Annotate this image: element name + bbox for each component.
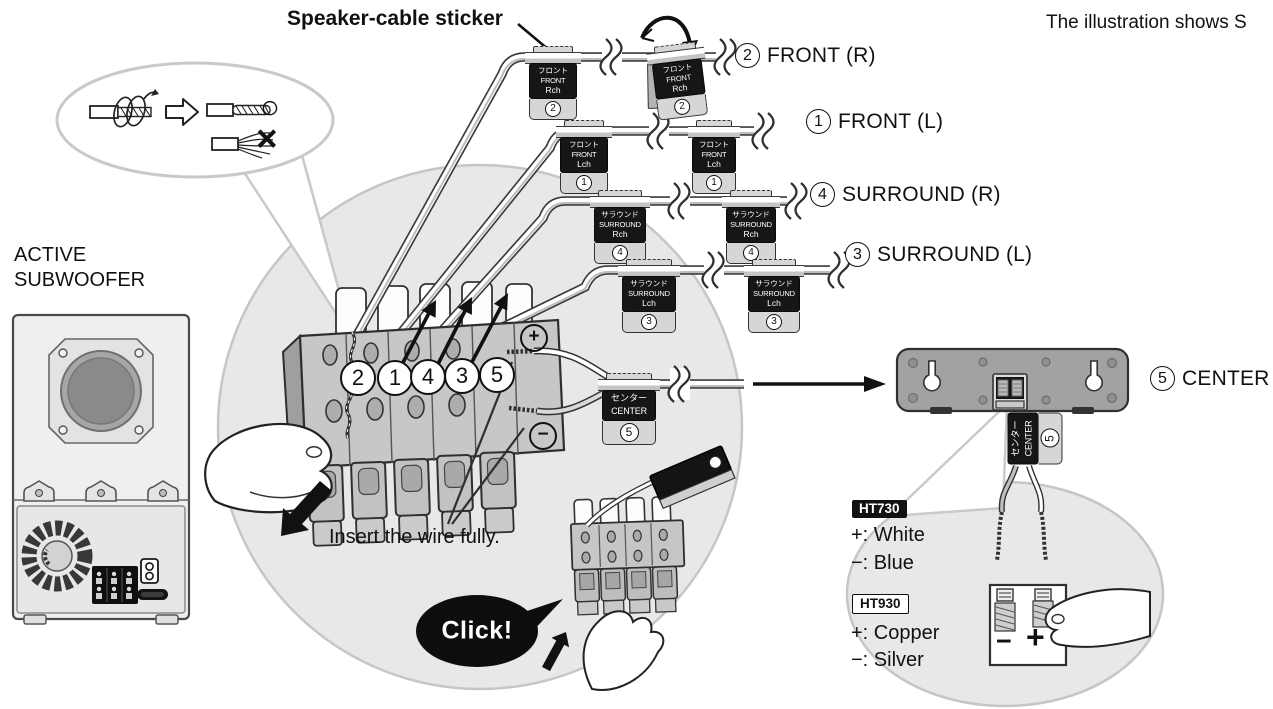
callout-tail bbox=[888, 402, 1009, 518]
subwoofer-label-line2: SUBWOOFER bbox=[14, 269, 146, 291]
keyhole-mount bbox=[923, 360, 941, 392]
subwoofer-label-line1: ACTIVE bbox=[14, 244, 87, 266]
wrong-mark-icon: × bbox=[256, 118, 278, 159]
pressing-finger-illustration bbox=[1044, 588, 1151, 648]
speaker-terminal-closeup bbox=[988, 583, 1151, 667]
sticker-number: 2 bbox=[673, 97, 692, 116]
top-right-note: The illustration shows S bbox=[1046, 12, 1247, 33]
cable-label-surround-l: 3 SURROUND (L) bbox=[845, 242, 1032, 267]
sticker-number: 4 bbox=[612, 244, 628, 261]
ht730-plus-color: +: White bbox=[851, 524, 925, 546]
center-speaker-illustration bbox=[895, 347, 1130, 414]
sticker-number: 2 bbox=[545, 100, 561, 117]
subwoofer-illustration bbox=[11, 313, 191, 625]
terminal-holes bbox=[322, 338, 466, 423]
subwoofer-foot bbox=[23, 614, 47, 625]
press-hand-illustration bbox=[204, 422, 333, 514]
fingernail bbox=[305, 446, 323, 458]
terminal-number-1: 2 bbox=[340, 360, 376, 396]
cable-surround-l bbox=[463, 265, 847, 349]
insert-instruction: Insert the wire fully. bbox=[329, 526, 500, 548]
circled-number: 3 bbox=[845, 242, 870, 267]
click-bubble bbox=[416, 595, 563, 667]
ht930-minus-color: −: Silver bbox=[851, 649, 924, 671]
sticker-number: 5 bbox=[619, 422, 639, 442]
model-badge-ht730: HT730 bbox=[852, 500, 907, 518]
cooling-fan bbox=[21, 520, 93, 592]
terminal-number-2: 1 bbox=[377, 360, 413, 396]
press-direction-arrow bbox=[281, 481, 332, 536]
subwoofer-label: ACTIVE SUBWOOFER bbox=[14, 243, 145, 293]
correct-mark-icon: ○ bbox=[260, 88, 280, 125]
circled-number: 2 bbox=[735, 43, 760, 68]
click-hand-illustration bbox=[582, 610, 665, 691]
subwoofer-terminal-block bbox=[92, 566, 138, 604]
ht730-minus-color: −: Blue bbox=[851, 552, 914, 574]
subwoofer-foot bbox=[155, 614, 179, 625]
circled-number: 1 bbox=[806, 109, 831, 134]
to-center-speaker-arrow bbox=[753, 376, 886, 392]
minus-sign: − bbox=[529, 422, 557, 450]
cable-front-r bbox=[347, 52, 735, 349]
speaker-foot bbox=[930, 407, 952, 414]
sticker-number: 1 bbox=[706, 174, 722, 191]
speaker-terminal bbox=[992, 373, 1028, 411]
circled-number: 4 bbox=[810, 182, 835, 207]
cable-label-front-r: 2 FRONT (R) bbox=[735, 43, 876, 68]
model-badge-ht930: HT930 bbox=[852, 594, 909, 614]
terminal-number-3: 4 bbox=[410, 359, 446, 395]
subwoofer-speaker-mount bbox=[48, 338, 154, 444]
plus-sign: + bbox=[520, 324, 548, 352]
sticker-number: 4 bbox=[743, 244, 759, 261]
ht930-plus-color: +: Copper bbox=[851, 622, 940, 644]
ac-inlet bbox=[140, 558, 159, 584]
sticker-number: 3 bbox=[641, 313, 657, 330]
sticker-number: 3 bbox=[766, 313, 782, 330]
closeup-minus-mark: − bbox=[996, 626, 1012, 656]
cable-label-front-l: 1 FRONT (L) bbox=[806, 109, 943, 134]
wire-prep-balloon bbox=[55, 61, 354, 340]
implies-arrow-icon bbox=[165, 98, 199, 126]
closeup-plus-mark: + bbox=[1026, 619, 1045, 655]
keyhole-mount bbox=[1085, 360, 1103, 392]
twist-wire-illustration bbox=[89, 89, 275, 159]
speaker-foot bbox=[1072, 407, 1094, 414]
sticker-number: 5 bbox=[1040, 429, 1059, 448]
terminal-number-4: 3 bbox=[444, 358, 480, 394]
page-title: Speaker-cable sticker bbox=[287, 7, 503, 30]
center-speaker-wires bbox=[995, 465, 1048, 561]
circled-number: 5 bbox=[1150, 366, 1175, 391]
cable-surround-r bbox=[425, 196, 805, 349]
mount-tabs bbox=[23, 480, 179, 502]
cable-label-center: 5 CENTER bbox=[1150, 366, 1270, 391]
terminal-number-5: 5 bbox=[479, 357, 515, 393]
inset-sticker bbox=[649, 445, 736, 510]
click-label: Click! bbox=[441, 616, 513, 645]
inset-terminal-block bbox=[542, 445, 736, 691]
cable-label-surround-r: 4 SURROUND (R) bbox=[810, 182, 1001, 207]
sticker-number: 1 bbox=[576, 174, 592, 191]
title-leader-line bbox=[517, 23, 550, 51]
push-up-arrow bbox=[542, 632, 570, 672]
